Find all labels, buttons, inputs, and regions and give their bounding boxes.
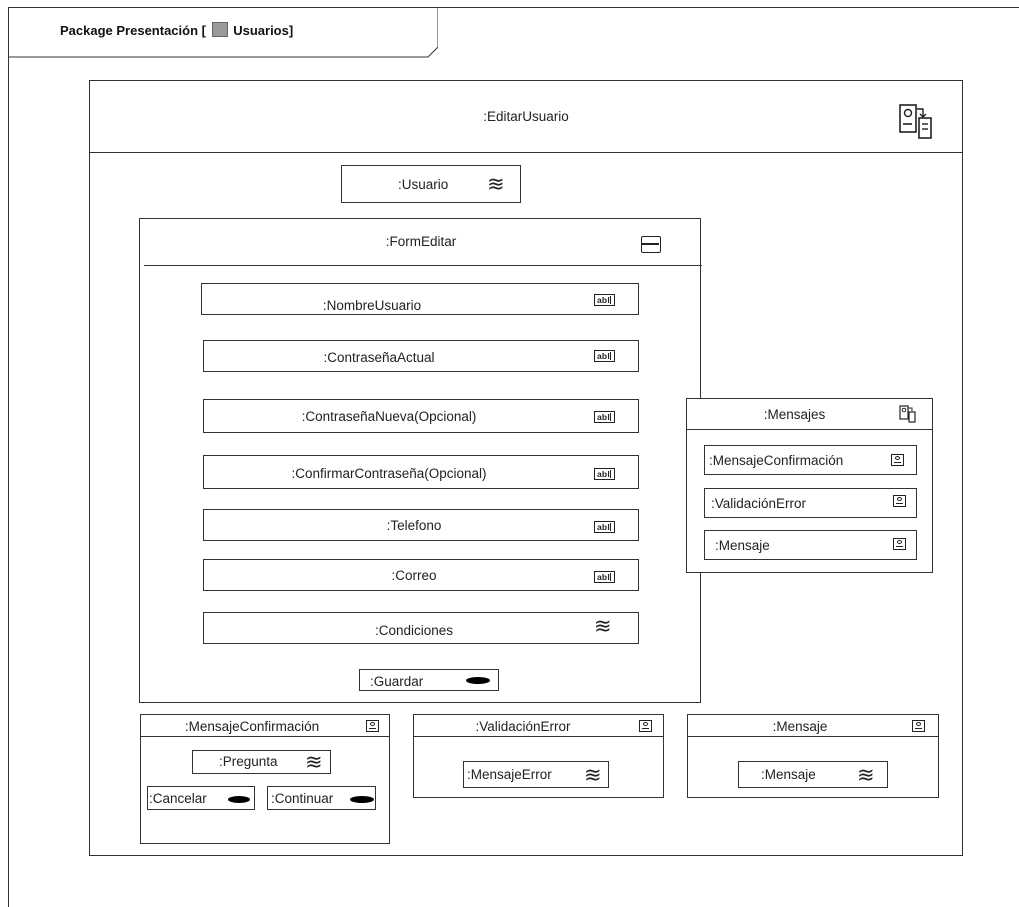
screen-transfer-icon xyxy=(899,405,916,423)
form-editar-divider xyxy=(144,265,702,266)
text-field-icon: abl xyxy=(594,294,615,306)
panel-icon xyxy=(893,495,906,507)
data-wave-icon: ≋ xyxy=(857,763,875,787)
mensajes-item-label: :MensajeConfirmación xyxy=(709,453,844,468)
pregunta-label: :Pregunta xyxy=(219,754,278,769)
editar-usuario-title: :EditarUsuario xyxy=(483,109,569,124)
button-icon xyxy=(466,677,490,684)
panel-icon xyxy=(366,720,379,732)
field-condiciones[interactable]: :Condiciones ≋ xyxy=(203,612,639,644)
mensaje-title: :Mensaje xyxy=(772,719,828,734)
panel-icon xyxy=(912,720,925,732)
data-wave-icon: ≋ xyxy=(584,763,602,787)
mensajes-item-mensaje[interactable]: :Mensaje xyxy=(704,530,917,560)
package-title-name: Usuarios] xyxy=(233,23,294,38)
usuario-label: :Usuario xyxy=(398,177,449,192)
mensajes-item-validacion[interactable]: :ValidaciónError xyxy=(704,488,917,518)
screen-transfer-icon xyxy=(899,104,932,139)
text-field-icon: abl xyxy=(594,521,615,533)
field-label: :ContraseñaNueva(Opcional) xyxy=(301,409,477,424)
confirmacion-panel: :MensajeConfirmación xyxy=(140,714,390,844)
field-contrasena-nueva[interactable]: :ContraseñaNueva(Opcional) abl xyxy=(203,399,639,433)
package-tab xyxy=(8,7,438,58)
field-contrasena-actual[interactable]: :ContraseñaActual abl xyxy=(203,340,639,372)
data-wave-icon: ≋ xyxy=(305,750,323,774)
mensaje-error-label: :MensajeError xyxy=(467,767,552,782)
package-frame xyxy=(8,7,1019,907)
pregunta-box: :Pregunta ≋ xyxy=(192,750,331,774)
field-nombre-usuario[interactable]: :NombreUsuario abl xyxy=(201,283,639,315)
cancelar-button[interactable]: :Cancelar xyxy=(147,786,255,810)
package-icon xyxy=(211,22,228,37)
validacion-divider xyxy=(414,736,663,737)
form-icon xyxy=(641,236,661,253)
field-correo[interactable]: :Correo abl xyxy=(203,559,639,591)
data-wave-icon: ≋ xyxy=(594,614,612,638)
editar-usuario-divider xyxy=(89,152,963,153)
confirmacion-divider xyxy=(141,736,389,737)
field-label: :Telefono xyxy=(386,518,442,533)
panel-icon xyxy=(891,454,904,466)
text-field-icon: abl xyxy=(594,468,615,480)
text-field-icon: abl xyxy=(594,411,615,423)
panel-icon xyxy=(893,538,906,550)
field-confirmar-contrasena[interactable]: :ConfirmarContraseña(Opcional) abl xyxy=(203,455,639,489)
cancelar-label: :Cancelar xyxy=(149,791,207,806)
data-wave-icon: ≋ xyxy=(487,172,505,196)
field-label: :Condiciones xyxy=(374,623,454,638)
mensajes-divider xyxy=(687,429,932,430)
continuar-label: :Continuar xyxy=(271,791,334,806)
validacion-title: :ValidaciónError xyxy=(475,719,571,734)
package-title: Package Presentación [ Usuarios] xyxy=(60,22,293,38)
field-label: :ContraseñaActual xyxy=(323,350,435,365)
mensajes-item-confirmacion[interactable]: :MensajeConfirmación xyxy=(704,445,917,475)
mensaje-error-box: :MensajeError ≋ xyxy=(463,761,609,788)
mensaje-box-label: :Mensaje xyxy=(761,767,816,782)
confirmacion-title: :MensajeConfirmación xyxy=(184,719,320,734)
panel-icon xyxy=(639,720,652,732)
usuario-box: :Usuario ≋ xyxy=(341,165,521,203)
field-label: :Correo xyxy=(391,568,437,583)
button-icon xyxy=(350,796,374,803)
package-title-prefix: Package Presentación [ xyxy=(60,23,206,38)
guardar-label: :Guardar xyxy=(370,674,424,689)
field-telefono[interactable]: :Telefono abl xyxy=(203,509,639,541)
mensajes-title: :Mensajes xyxy=(763,407,826,422)
text-field-icon: abl xyxy=(594,571,615,583)
text-field-icon: abl xyxy=(594,350,615,362)
field-label: :NombreUsuario xyxy=(322,298,422,313)
field-label: :ConfirmarContraseña(Opcional) xyxy=(291,466,487,481)
continuar-button[interactable]: :Continuar xyxy=(267,786,376,810)
mensaje-box: :Mensaje ≋ xyxy=(738,761,888,788)
mensaje-panel: :Mensaje xyxy=(687,714,939,798)
guardar-button[interactable]: :Guardar xyxy=(359,669,499,691)
mensajes-item-label: :ValidaciónError xyxy=(711,496,807,511)
form-editar-title: :FormEditar xyxy=(385,234,457,249)
mensaje-divider xyxy=(688,736,938,737)
mensajes-item-label: :Mensaje xyxy=(715,538,770,553)
button-icon xyxy=(228,796,250,803)
